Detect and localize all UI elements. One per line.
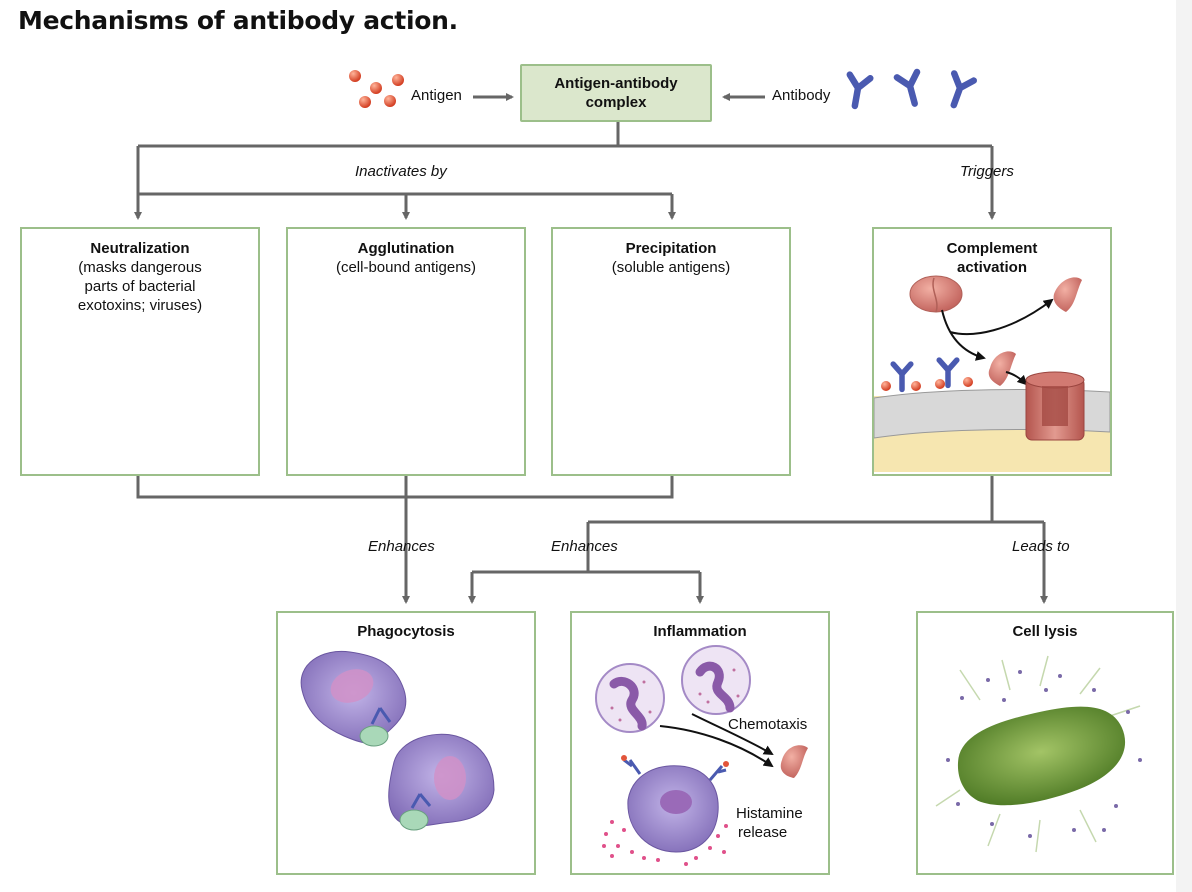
phagocyte-cells [300, 650, 495, 831]
chemotaxis-label: Chemotaxis [728, 716, 808, 733]
inflammation-box: Inflammation Chemotaxis Histamine releas… [570, 611, 830, 875]
cell-lysis-title: Cell lysis [1012, 623, 1078, 640]
neutralization-sub1: (masks dangerous [78, 259, 202, 276]
antigen-antibody-complex-box: Antigen-antibody complex [520, 64, 712, 122]
page-title: Mechanisms of antibody action. [18, 6, 458, 35]
complement-title-line2: activation [956, 259, 1028, 276]
cell-lysis-box: Cell lysis [916, 611, 1174, 875]
antibody-label: Antibody [772, 87, 831, 104]
center-box-line2: complex [585, 94, 647, 111]
precipitation-box: Precipitation (soluble antigens) [551, 227, 791, 476]
antigen-label: Antigen [411, 87, 462, 104]
connector-lines [134, 93, 1048, 604]
agglutination-title: Agglutination [357, 240, 455, 257]
inflammation-illustration [595, 645, 808, 866]
inactivates-by-label: Inactivates by [355, 163, 447, 180]
neutralization-sub3: exotoxins; viruses) [77, 297, 203, 314]
bacterium-lysing [935, 655, 1142, 853]
complement-activation-box: Complement activation [872, 227, 1112, 476]
histamine-label-line1: Histamine [736, 805, 803, 822]
phagocytosis-title: Phagocytosis [357, 623, 455, 640]
triggers-label: Triggers [960, 163, 1014, 180]
right-edge-strip [1176, 0, 1192, 892]
precipitation-title: Precipitation [625, 240, 717, 257]
phagocytosis-box: Phagocytosis [276, 611, 536, 875]
complement-title-line1: Complement [946, 240, 1038, 257]
center-box-line1: Antigen-antibody [554, 75, 678, 92]
histamine-label-line2: release [738, 824, 788, 841]
leads-to-label: Leads to [1012, 538, 1070, 555]
enhances-right-label: Enhances [551, 538, 618, 555]
antibody-icons [845, 72, 974, 109]
neutralization-box: Neutralization (masks dangerous parts of… [20, 227, 260, 476]
agglutination-box: Agglutination (cell-bound antigens) [286, 227, 526, 476]
enhances-left-label: Enhances [368, 538, 435, 555]
neutralization-sub2: parts of bacterial [84, 278, 196, 295]
neutralization-title: Neutralization [90, 240, 190, 257]
precipitation-sub: (soluble antigens) [611, 259, 731, 276]
antigen-dots [349, 70, 404, 108]
agglutination-sub: (cell-bound antigens) [335, 259, 477, 276]
inflammation-title: Inflammation [653, 623, 747, 640]
